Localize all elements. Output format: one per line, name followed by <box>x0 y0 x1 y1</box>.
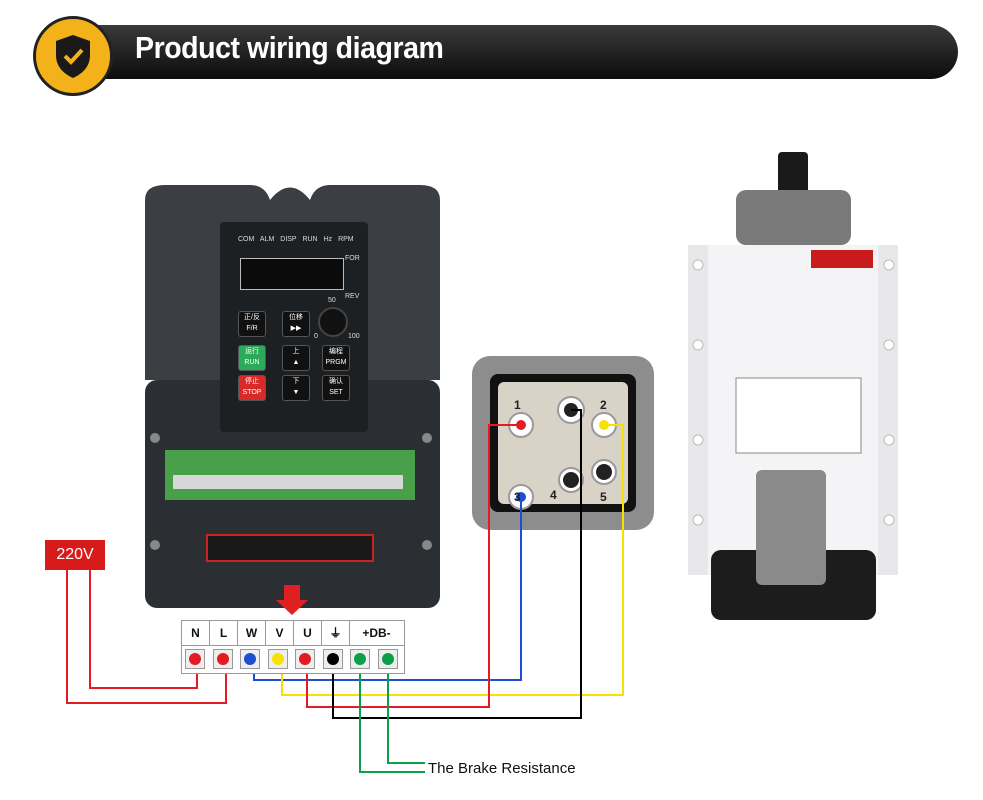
arrow-down-icon <box>276 585 308 615</box>
shield-check-icon <box>33 16 113 96</box>
key-cn-label: 确认 <box>329 378 343 385</box>
page-title: Product wiring diagram <box>135 30 444 65</box>
key-en-label: SET <box>329 389 343 396</box>
key-stop[interactable]: 停止 STOP <box>238 375 266 401</box>
knob-max: 100 <box>348 333 360 340</box>
pin-number: 5 <box>600 490 607 504</box>
knob-mid: 50 <box>328 297 336 304</box>
terminal-label: V <box>266 621 294 645</box>
key-fr[interactable]: 正/反 F/R <box>238 311 266 337</box>
key-[interactable]: 下▼ <box>282 375 310 401</box>
terminal-screw-v <box>267 649 288 669</box>
indicator-labels: COM ALM DISP RUN Hz RPM <box>238 236 354 243</box>
key-prgm[interactable]: 编程 PRGM <box>322 345 350 371</box>
key-set[interactable]: 确认 SET <box>322 375 350 401</box>
brake-resistance-label: The Brake Resistance <box>428 760 576 777</box>
key-[interactable]: 位移 ▶▶ <box>282 311 310 337</box>
key-run[interactable]: 运行 RUN <box>238 345 266 371</box>
terminal-screw-db+ <box>350 649 370 669</box>
key-cn-label: 下 <box>292 378 300 385</box>
for-label: FOR <box>345 255 360 262</box>
connector-pin-5 <box>591 459 617 485</box>
key-en-label: F/R <box>246 325 258 332</box>
terminal-label: W <box>238 621 266 645</box>
pin-number: 3 <box>514 490 521 504</box>
terminal-screw-db- <box>377 649 398 669</box>
pin-number: 2 <box>600 398 607 412</box>
rev-label: REV <box>345 293 360 300</box>
power-220v-label: 220V <box>45 540 105 570</box>
spindle-motor-image <box>688 152 898 620</box>
terminal-screw-n <box>185 649 205 669</box>
key-en-label: RUN <box>244 359 260 366</box>
key-cn-label: 停止 <box>245 378 259 385</box>
key-cn-label: 编程 <box>329 348 343 355</box>
terminal-screw-l <box>212 649 233 669</box>
pin-number: 1 <box>514 398 521 412</box>
header-bar <box>60 25 958 79</box>
led-display <box>240 258 344 290</box>
key-en-label: ▲ <box>292 359 300 366</box>
key-cn-label: 正/反 <box>244 314 260 321</box>
terminal-label: +DB- <box>362 626 391 640</box>
connector-pin-4 <box>558 467 584 493</box>
terminal-label: N <box>182 621 210 645</box>
terminal-label: U <box>294 621 322 645</box>
key-en-label: STOP <box>242 389 262 396</box>
pin-number: 4 <box>550 488 557 502</box>
inverter-keypad: COM ALM DISP RUN Hz RPM FOR REV 0 50 100… <box>220 225 370 405</box>
terminal-label: ⏚ <box>322 621 350 645</box>
key-en-label: ▶▶ <box>290 325 302 332</box>
terminal-screw-u <box>295 649 315 669</box>
key-cn-label: 运行 <box>245 348 259 355</box>
speed-knob[interactable] <box>318 307 348 337</box>
key-cn-label: 位移 <box>289 314 303 321</box>
terminal-screw-ground <box>322 649 343 669</box>
key-en-label: PRGM <box>325 359 347 366</box>
terminal-screw-w <box>240 649 260 669</box>
key-[interactable]: 上▲ <box>282 345 310 371</box>
knob-min: 0 <box>314 333 318 340</box>
key-en-label: ▼ <box>292 389 300 396</box>
terminal-label: L <box>210 621 238 645</box>
key-cn-label: 上 <box>292 348 300 355</box>
